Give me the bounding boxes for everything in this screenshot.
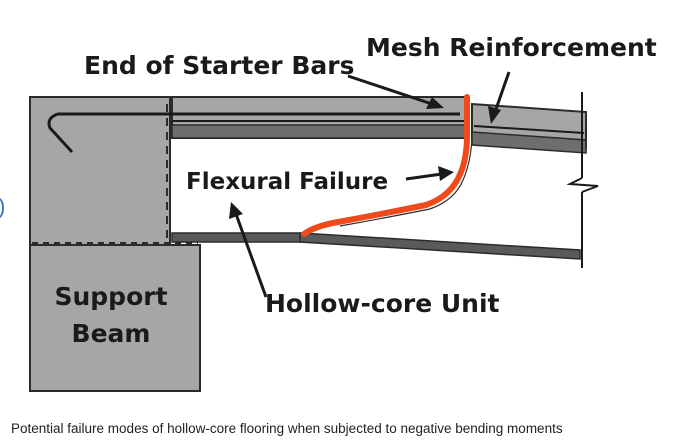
starter-bar	[47, 112, 460, 154]
arrow-hollow-core	[234, 213, 268, 298]
arrow-flexural	[405, 172, 443, 181]
support-column	[29, 96, 171, 246]
arrowhead-mesh	[488, 106, 501, 124]
label-hollow-core-unit: Hollow-core Unit	[265, 289, 500, 318]
arrow-mesh	[493, 71, 511, 113]
label-support-line1: Support	[54, 282, 167, 311]
hollow-core-bottom-flange-right	[299, 232, 581, 260]
label-flexural-failure: Flexural Failure	[186, 169, 388, 195]
hollow-core-bottom-flange	[171, 232, 303, 243]
figure-caption: Potential failure modes of hollow-core f…	[11, 421, 563, 436]
arrow-starter-bars	[347, 74, 433, 106]
label-end-of-starter-bars: End of Starter Bars	[84, 51, 354, 80]
label-support-line2: Beam	[72, 319, 151, 348]
arrowhead-starter-bars	[426, 97, 444, 109]
label-mesh-reinforcement: Mesh Reinforcement	[366, 33, 657, 62]
hollow-core-void	[172, 140, 468, 233]
mesh-bar-right	[473, 125, 585, 134]
arrowhead-flexural	[438, 166, 454, 181]
flexural-crack	[301, 94, 470, 237]
arrowhead-hollow-core	[229, 202, 243, 219]
flexural-crack-shadow	[339, 139, 473, 227]
hollow-core-failure-diagram: End of Starter Bars Mesh Reinforcement F…	[29, 33, 657, 392]
break-line-zigzag	[566, 177, 599, 193]
hollow-core-top-flange	[171, 124, 469, 139]
support-beam	[29, 244, 201, 392]
